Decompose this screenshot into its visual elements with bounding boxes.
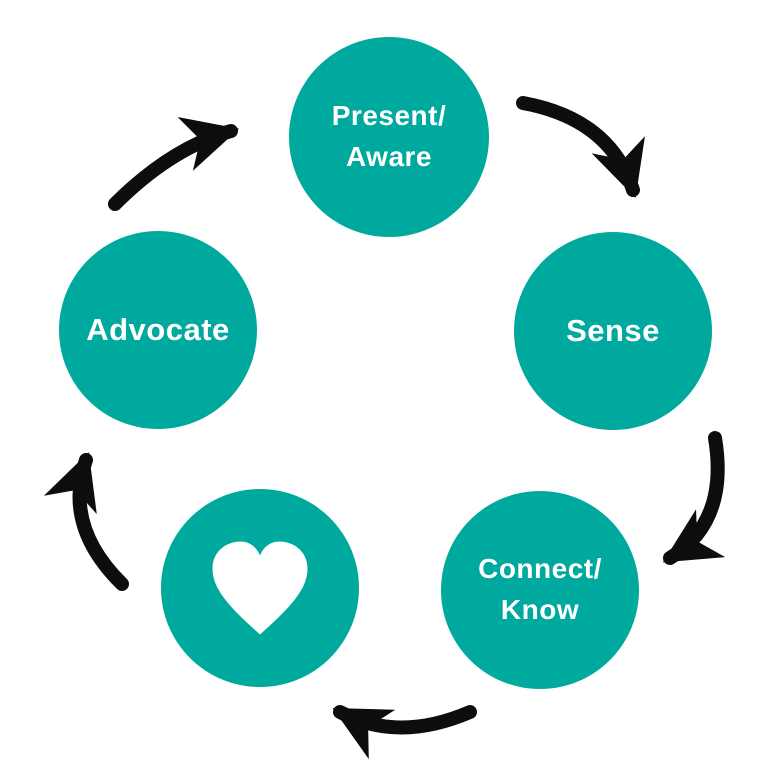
node-heart — [161, 489, 359, 687]
node-sense-label: Sense — [566, 312, 660, 348]
arrow-heart-to-advocate — [43, 452, 129, 591]
node-advocate-label: Advocate — [86, 311, 230, 347]
node-present-aware-label: Present/ Aware — [331, 100, 447, 172]
node-present-aware: Present/ Aware — [289, 37, 489, 237]
node-connect-know: Connect/ Know — [441, 491, 639, 689]
arrow-sense-to-connect-know — [662, 431, 726, 565]
node-sense: Sense — [514, 232, 712, 430]
node-connect-know-label: Connect/ Know — [478, 553, 602, 625]
arrow-connect-know-to-heart — [332, 705, 477, 760]
node-advocate: Advocate — [59, 231, 257, 429]
arrow-present-aware-to-sense — [516, 96, 645, 198]
arrow-advocate-to-present-aware — [108, 117, 240, 211]
heart-icon — [212, 541, 308, 635]
